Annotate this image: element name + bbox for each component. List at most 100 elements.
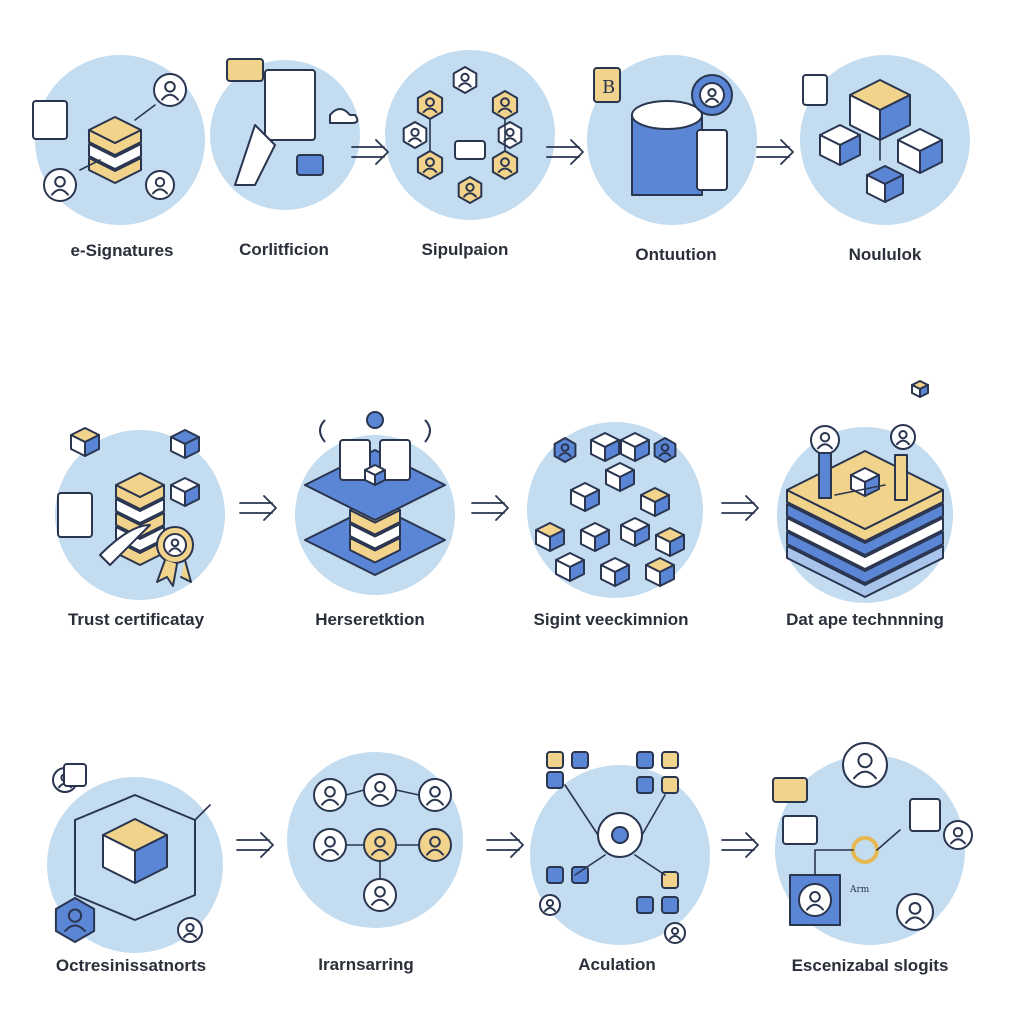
arrow-shape: [236, 832, 274, 858]
square-node: [802, 74, 828, 106]
hexagon-node: [497, 121, 523, 149]
letter-b: B: [602, 77, 615, 98]
node: [153, 73, 187, 107]
person-head: [185, 923, 195, 933]
layered-platform-people-icon: [777, 380, 953, 603]
cube-cluster-icon: [527, 422, 703, 598]
person-body: [950, 838, 966, 845]
arrow-shape: [486, 832, 524, 858]
step-label: Noululok: [848, 245, 922, 264]
arrow-shape: [721, 832, 759, 858]
cube-right: [619, 469, 635, 492]
layer-top: [88, 116, 142, 144]
cube-right: [84, 434, 100, 457]
layer: [115, 512, 165, 538]
cube-right: [184, 484, 200, 507]
person-head: [374, 781, 386, 793]
node: [145, 170, 175, 200]
cube-right: [604, 439, 620, 462]
person-head: [429, 836, 441, 848]
globe-icon: [366, 411, 384, 429]
square-node: [546, 751, 564, 769]
arrow-shape: [239, 495, 277, 521]
person-head: [425, 97, 435, 108]
hexagon-node: [491, 90, 519, 120]
square-node: [454, 140, 486, 160]
layer: [88, 157, 142, 184]
connector-line: [574, 854, 606, 876]
node: [43, 168, 77, 202]
person-head: [671, 927, 679, 935]
person-body: [371, 848, 389, 856]
connector-line: [876, 829, 901, 851]
person-head: [460, 72, 470, 83]
layer: [786, 503, 944, 556]
square-node: [339, 439, 371, 481]
step-label: Dat ape technnning: [786, 610, 944, 629]
person-body: [321, 798, 339, 806]
person-head: [500, 157, 510, 168]
square-node: [696, 129, 728, 191]
person-body: [422, 167, 438, 173]
person-head: [660, 443, 670, 452]
person-head: [952, 827, 964, 838]
person-head: [425, 157, 435, 168]
node: [810, 425, 840, 455]
cube-right: [374, 469, 386, 486]
square-node: [57, 492, 93, 538]
node: [890, 424, 916, 450]
person-body: [152, 188, 168, 195]
person-body: [422, 107, 438, 113]
cube-right: [634, 439, 650, 462]
cube-right: [634, 524, 650, 547]
connector-line: [79, 159, 101, 171]
step-label: Herseretktion: [315, 610, 425, 629]
square-node: [571, 751, 589, 769]
step-label: Octresinissatnorts: [55, 956, 207, 975]
person-body: [853, 770, 877, 780]
document-hand-icon: [210, 58, 360, 210]
person-body: [497, 107, 513, 113]
layer: [786, 545, 944, 598]
cube-right: [134, 834, 168, 884]
person-body: [896, 439, 910, 446]
person-body: [426, 798, 444, 806]
square-node: [636, 751, 654, 769]
arrow-icon: [756, 139, 794, 165]
square-node: [593, 67, 621, 103]
connector-line: [634, 854, 666, 876]
person-head: [546, 899, 554, 907]
node: [842, 742, 888, 788]
person-head: [908, 902, 922, 915]
connector-line: [564, 784, 599, 836]
connector-line: [134, 104, 156, 121]
person-body: [497, 167, 513, 173]
person-head: [374, 836, 386, 848]
certificate-badge-icon: [55, 427, 225, 600]
cube-right: [884, 174, 904, 203]
person-body: [463, 192, 477, 198]
person-head: [154, 177, 166, 188]
arrow-icon: [721, 832, 759, 858]
cube-right: [864, 474, 880, 497]
square-node: [782, 815, 818, 845]
cube-right: [614, 564, 630, 587]
person-body: [544, 907, 556, 912]
platform-stack-icon: [295, 411, 455, 595]
arrow-icon: [721, 495, 759, 521]
square-node: [661, 776, 679, 794]
cube-right: [549, 529, 565, 552]
server-top: [631, 100, 703, 130]
hub-core: [611, 826, 629, 844]
hexagon-node: [416, 150, 444, 180]
step-label: Ontuution: [635, 245, 717, 264]
arrow-icon: [546, 139, 584, 165]
hexagon-node: [491, 150, 519, 180]
person-body: [806, 903, 824, 911]
layer-top: [115, 472, 165, 498]
person-body: [183, 932, 197, 939]
ribbon-icon: [156, 559, 192, 587]
square-node: [264, 69, 316, 141]
person-head: [324, 786, 336, 798]
node: [943, 820, 973, 850]
